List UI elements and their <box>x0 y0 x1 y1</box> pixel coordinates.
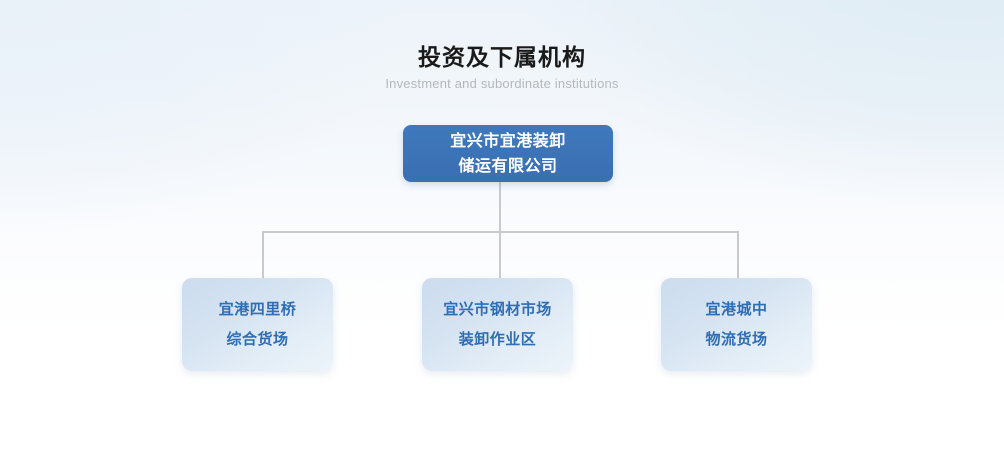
connector-drop-child-2 <box>499 231 501 279</box>
page-subtitle: Investment and subordinate institutions <box>385 76 619 91</box>
org-node-child-2-line-2: 装卸作业区 <box>458 330 537 348</box>
org-node-root-line-1: 宜兴市宜港装卸 <box>450 132 566 150</box>
org-node-child-1-line-2: 综合货场 <box>226 330 289 348</box>
org-node-root-line-2: 储运有限公司 <box>458 157 558 175</box>
org-node-child-2-line-1: 宜兴市钢材市场 <box>443 300 552 318</box>
connector-root-stem <box>499 182 501 233</box>
page-title: 投资及下属机构 <box>418 44 586 70</box>
org-node-child-3[interactable]: 宜港城中 物流货场 <box>661 278 812 371</box>
org-node-child-3-line-2: 物流货场 <box>705 330 768 348</box>
org-node-root[interactable]: 宜兴市宜港装卸 储运有限公司 <box>403 125 613 182</box>
org-node-child-3-line-1: 宜港城中 <box>705 300 768 318</box>
page-heading: 投资及下属机构 Investment and subordinate insti… <box>0 42 1004 92</box>
org-node-child-1[interactable]: 宜港四里桥 综合货场 <box>182 278 333 371</box>
org-node-child-1-line-1: 宜港四里桥 <box>218 300 297 318</box>
org-node-child-2[interactable]: 宜兴市钢材市场 装卸作业区 <box>422 278 573 371</box>
connector-drop-child-3 <box>737 231 739 279</box>
connector-drop-child-1 <box>262 231 264 279</box>
